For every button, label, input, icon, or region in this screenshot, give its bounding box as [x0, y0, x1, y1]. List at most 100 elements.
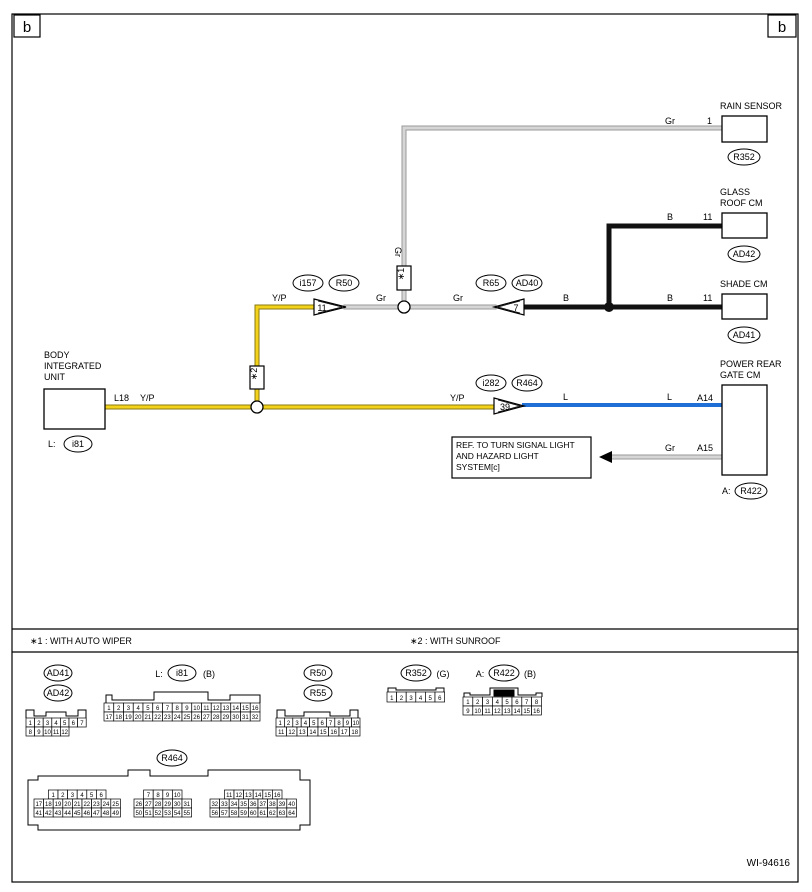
r464-pin-number: 21: [74, 802, 81, 808]
wire-b-glass-roof: [606, 223, 725, 310]
r352-pin-number: 5: [429, 696, 433, 702]
rain-sensor-connector-label: R352: [733, 152, 755, 162]
r464-pin-number: 56: [211, 811, 218, 817]
r464-pin-number: 50: [135, 811, 142, 817]
reference-text: REF. TO TURN SIGNAL LIGHT AND HAZARD LIG…: [456, 440, 575, 472]
i81-pin-number: 28: [213, 715, 220, 721]
r352-pin-number: 3: [409, 696, 413, 702]
shell-ad41: [25, 709, 87, 718]
glass-roof-name-2: ROOF CM: [720, 198, 763, 208]
r464-pin-number: 15: [264, 793, 271, 799]
r50-pin-cell: [349, 726, 361, 737]
option-marker-2-label: ∗2: [249, 368, 259, 381]
r464-pin-number: 36: [250, 802, 257, 808]
r50-pin-number: 3: [295, 721, 299, 727]
pin-glass-roof: 11: [703, 212, 712, 222]
r464-pin-number: 59: [240, 811, 247, 817]
wire-label-gr-ref: Gr: [665, 443, 675, 453]
splice-gr: [397, 300, 411, 314]
r422-pin-number: 4: [496, 700, 500, 706]
i81-pin-number: 19: [125, 715, 132, 721]
i81-pin-number: 5: [146, 706, 150, 712]
gate-cm-name-1: POWER REAR: [720, 359, 782, 369]
pin-shade: 11: [703, 293, 712, 303]
oval-ad40-label: AD40: [516, 278, 539, 288]
r422-pin-number: 10: [474, 709, 481, 715]
r50-pin-number: 16: [330, 730, 337, 736]
r464-pin-number: 18: [45, 802, 52, 808]
face-label-r55: R55: [310, 688, 327, 698]
i81-pin-number: 21: [145, 715, 152, 721]
connector-r65-ad40: 7: [491, 298, 525, 316]
r352-pin-number: 1: [390, 696, 394, 702]
gate-cm-connector-label: R422: [740, 486, 762, 496]
face-oval-r464: [156, 749, 188, 767]
r464-pin-number: 34: [231, 802, 238, 808]
face-oval-r422: [488, 664, 520, 682]
connector-i157-r50-symbol: [313, 298, 347, 316]
r464-pin-number: 5: [90, 793, 94, 799]
r422-pin-number: 16: [533, 709, 540, 715]
rain-sensor-connector-oval: [727, 148, 761, 166]
body-unit-name-2: INTEGRATED: [44, 361, 102, 371]
r464-pin-number: 40: [288, 802, 295, 808]
wire-label-l-right: L: [667, 392, 672, 402]
splice-yp: [250, 400, 264, 414]
shade-cm-connector-label: AD41: [733, 330, 756, 340]
r464-pin-number: 2: [61, 793, 65, 799]
reference-line-1: REF. TO TURN SIGNAL LIGHT: [456, 440, 575, 450]
i81-pin-number: 13: [223, 706, 230, 712]
ad41-pin-number: 12: [61, 730, 68, 736]
r464-pin-number: 14: [255, 793, 262, 799]
r50-pin-number: 2: [287, 721, 291, 727]
i81-pin-number: 30: [232, 715, 239, 721]
r464-pin-number: 41: [35, 811, 42, 817]
r50-pin-number: 1: [279, 721, 283, 727]
r50-pin-number: 4: [304, 721, 308, 727]
corner-box-left: [13, 14, 41, 38]
r422-pin-number: 15: [523, 709, 530, 715]
ad41-pin-number: 10: [44, 730, 51, 736]
connector-r65-ad40-pin: 7: [513, 303, 518, 313]
r464-pin-number: 23: [93, 802, 100, 808]
r464-pin-number: 61: [259, 811, 266, 817]
r50-pin-number: 13: [299, 730, 306, 736]
i81-pin-number: 32: [252, 715, 259, 721]
r50-pin-number: 7: [329, 721, 333, 727]
face-prefix-i81: L:: [155, 669, 163, 679]
wire-label-gr-rain: Gr: [665, 116, 675, 126]
r352-pin-number: 2: [400, 696, 404, 702]
r464-pin-number: 38: [269, 802, 276, 808]
body-unit-connector-label: i81: [72, 439, 84, 449]
face-color-r422: (B): [524, 669, 536, 679]
r50-pin-number: 5: [312, 721, 316, 727]
shell-r352: [387, 687, 445, 692]
r50-pin-number: 10: [352, 721, 359, 727]
r422-pin-number: 2: [476, 700, 480, 706]
connector-i157-r50: 11: [313, 298, 347, 316]
r464-pin-cell: [286, 807, 297, 818]
shade-cm-connector-oval: [727, 326, 761, 344]
wire-label-b-glass: B: [667, 212, 673, 222]
r464-pin-number: 7: [147, 793, 151, 799]
glass-roof-connector-label: AD42: [733, 249, 756, 259]
r464-pin-number: 32: [211, 802, 218, 808]
r464-pin-number: 37: [259, 802, 266, 808]
reference-arrow-icon: [599, 451, 612, 463]
wire-yp-up-outline: [254, 304, 317, 369]
wire-label-gr-vertical: Gr: [393, 247, 403, 257]
r464-pin-number: 9: [166, 793, 170, 799]
ad41-pin-cell: [60, 726, 70, 737]
reference-box: [451, 436, 592, 479]
i81-pin-number: 2: [117, 706, 121, 712]
face-color-r352: (G): [437, 669, 450, 679]
pin-body-l18: L18: [114, 393, 129, 403]
shell-r50: [276, 709, 359, 718]
connector-i282-r464: 39: [493, 397, 527, 415]
r352-pin-number: 4: [419, 696, 423, 702]
r464-pin-number: 28: [155, 802, 162, 808]
r464-pin-number: 49: [112, 811, 119, 817]
ad41-pin-number: 2: [37, 721, 41, 727]
shade-cm-box: [721, 293, 768, 320]
